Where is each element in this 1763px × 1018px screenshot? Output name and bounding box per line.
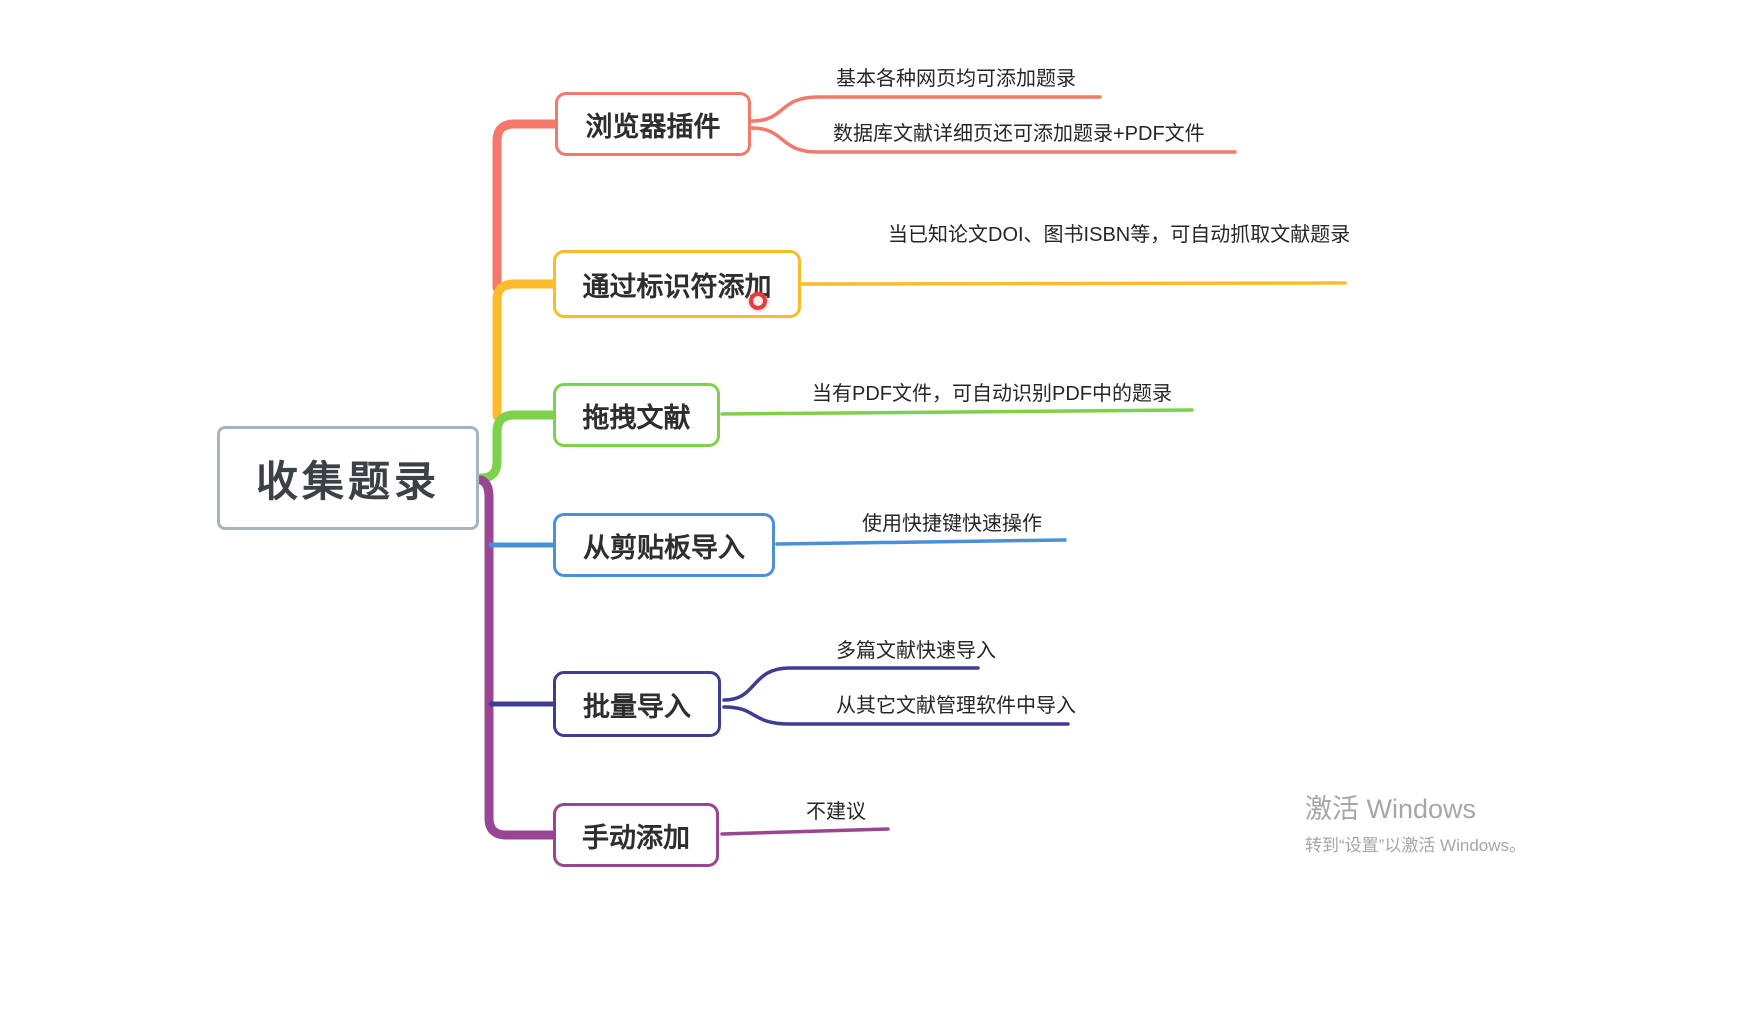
- branch-node-batch-import[interactable]: 批量导入: [553, 671, 721, 737]
- branch-node-label: 拖拽文献: [582, 402, 691, 433]
- branch-node-browser-plugin[interactable]: 浏览器插件: [555, 92, 751, 156]
- root-node-label: 收集题录: [255, 457, 440, 505]
- leaf-line-database-pdf: [750, 126, 1237, 154]
- leaf-line-other-software: [722, 705, 1070, 726]
- leaf-webpage-add[interactable]: 基本各种网页均可添加题录: [836, 68, 1076, 90]
- trunk-segment-dragdrop: [476, 410, 563, 483]
- leaf-line-doi-isbn: [800, 281, 1347, 286]
- trunk-segment-browser-plugin: [492, 119, 563, 293]
- branch-node-label: 手动添加: [582, 822, 690, 853]
- root-node-collect-records[interactable]: 收集题录: [217, 426, 479, 530]
- branch-node-label: 从剪贴板导入: [583, 532, 745, 563]
- pointer-click-indicator: [749, 292, 767, 310]
- branch-node-label: 浏览器插件: [585, 111, 721, 142]
- leaf-doi-isbn[interactable]: 当已知论文DOI、图书ISBN等，可自动抓取文献题录: [888, 224, 1351, 246]
- leaf-pdf-recognize[interactable]: 当有PDF文件，可自动识别PDF中的题录: [812, 383, 1172, 405]
- watermark-line1: 激活 Windows: [1305, 794, 1477, 824]
- branch-node-drag-drop-document[interactable]: 拖拽文献: [553, 383, 720, 447]
- leaf-line-multi-import: [722, 666, 980, 702]
- branch-node-import-from-clipboard[interactable]: 从剪贴板导入: [553, 513, 775, 577]
- branch-node-label: 批量导入: [583, 691, 691, 722]
- leaf-line-webpage-add: [750, 95, 1102, 123]
- leaf-line-pdf-recognize: [720, 408, 1194, 416]
- leaf-not-recommended[interactable]: 不建议: [806, 801, 866, 823]
- leaf-shortcut[interactable]: 使用快捷键快速操作: [862, 513, 1042, 535]
- trunk-segment-purple: [476, 475, 563, 840]
- leaf-multi-import[interactable]: 多篇文献快速导入: [836, 640, 996, 662]
- branch-node-label: 通过标识符添加: [582, 271, 772, 302]
- leaf-other-software[interactable]: 从其它文献管理软件中导入: [836, 695, 1076, 717]
- watermark-line2: 转到“设置”以激活 Windows。: [1305, 836, 1527, 856]
- leaf-database-pdf[interactable]: 数据库文献详细页还可添加题录+PDF文件: [833, 123, 1205, 145]
- branch-node-manual-add[interactable]: 手动添加: [553, 803, 719, 867]
- leaf-line-shortcut: [775, 538, 1067, 546]
- leaf-line-not-recommended: [720, 827, 890, 836]
- windows-activation-watermark: 激活 Windows 转到“设置”以激活 Windows。: [1305, 793, 1526, 856]
- trunk-segment-identifier: [492, 279, 563, 421]
